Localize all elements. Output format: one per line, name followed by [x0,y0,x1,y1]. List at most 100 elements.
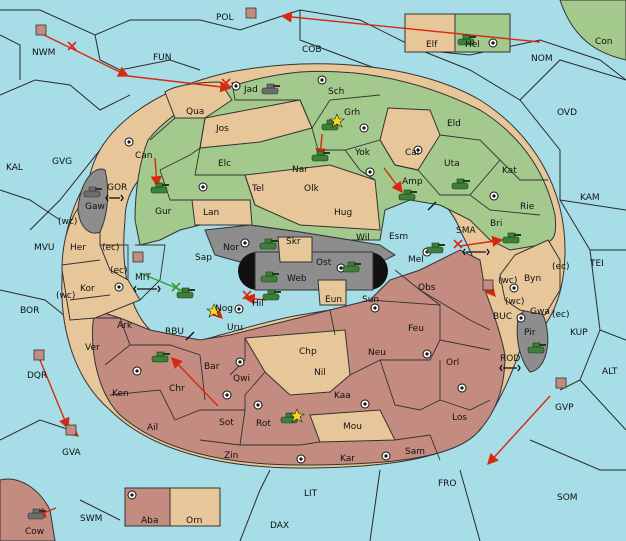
coast-label: (ec) [552,310,570,320]
province-label: Sap [195,253,212,263]
province-label: Hug [334,208,352,218]
sea-borders [0,9,626,541]
province-label: Nog [215,304,233,314]
province-label: Grh [344,108,360,118]
coast-label: (ec) [552,262,570,272]
tan-east [499,239,561,316]
sea-label: POL [216,13,234,23]
unit-army [262,289,281,301]
unit-army [527,342,546,354]
province-label: Neu [368,348,386,358]
province-label: Bar [204,362,220,372]
sea-label: ROD [500,354,520,364]
sea-label: LIT [304,489,318,499]
province-label: Web [287,274,307,284]
province-label: Mel [408,255,424,265]
unit-army [502,232,521,244]
sea-label: FUN [153,53,172,63]
province-label: Byn [524,274,541,284]
province-label: Qwi [233,374,250,384]
sea-label: BUC [493,312,512,322]
sea-label: OVD [557,108,577,118]
sea-label: GOR [107,183,127,193]
unit-army [176,287,195,299]
province-label: Nil [314,368,326,378]
province-label: Hil [252,299,264,309]
skr-box [277,236,313,263]
province-label: Ail [147,423,158,433]
province-label: Ost [316,258,332,268]
province-label: Car [405,148,421,158]
sea-label: DAX [270,521,289,531]
province-label: Kar [340,454,355,464]
province-label: Gwa [530,307,550,317]
sea-label: NWM [32,48,55,58]
unit-army [151,351,170,363]
province-cow[interactable] [0,478,56,541]
province-label: Her [70,243,86,253]
sea-label: KUP [570,328,588,338]
province-label: Sam [405,447,425,457]
coast-label: (ec) [102,243,120,253]
sea-label: RBU [165,327,184,337]
coast-label: (ec) [110,266,128,276]
sea-label: SMA [456,226,476,236]
unit-army [150,182,169,194]
sea-label: KAL [6,163,23,173]
sea-label: DQR [27,371,47,381]
province-label: Uta [444,159,460,169]
flag-markers [33,7,567,436]
eun-box [317,279,347,306]
sea-label: GVP [555,403,574,413]
province-label: Ark [117,321,133,331]
province-label: Ver [85,343,100,353]
province-label: Kor [80,284,95,294]
province-label: Rie [520,202,535,212]
province-label: Eld [447,119,461,129]
sea-label: MVU [34,243,55,253]
adjacency-arrows [105,194,521,372]
sea-label: TEI [589,259,604,269]
unit-army [311,150,330,162]
province-label: Obs [418,283,436,293]
province-lines [61,81,548,461]
province-label: Qua [186,107,204,117]
province-label: Pir [524,328,536,338]
home-label: Hel [465,40,480,50]
province-label: Zin [224,451,238,461]
province-gaw[interactable] [77,168,109,234]
red-province-labels: Mel Obs Hil Nog Sun Uru Feu Ver Ken Chr … [85,255,467,526]
coast-label: (wc) [505,297,524,307]
province-label: Wil [356,233,370,243]
province-label: Chr [169,384,185,394]
province-label: Gaw [85,202,105,212]
province-label: Mou [343,422,362,432]
province-label: Gur [155,207,172,217]
province-label: Lan [203,208,219,218]
sea-label: ALT [602,367,618,377]
unit-army [83,186,102,198]
green-province-labels: Jad Sch Qua Jos Grh Eld Can Elc Nar Yok … [135,85,535,243]
unit-army [451,178,470,190]
sea-label: Con [595,37,613,47]
home-label: Orn [186,516,202,526]
province-label: Elc [218,159,231,169]
unit-army [342,261,361,273]
sea-label: Cow [25,527,44,537]
support-cut [171,282,181,292]
unit-army [260,271,279,283]
sea-label: SWM [80,514,102,524]
unit-army [426,242,445,254]
tan-province-labels: Gaw Her Kor Ark Elf Sap Byn Gwa Chp Nil … [70,40,550,432]
province-label: Sun [362,295,379,305]
province-label: Bri [490,219,502,229]
supply-centers [114,38,526,500]
coast-label: (wc) [498,276,517,286]
unit-army [398,189,417,201]
coast-label: (wc) [58,217,77,227]
province-label: Aba [141,516,158,526]
province-label: Chp [299,347,317,357]
province-label: Amp [402,177,423,187]
grey-province-labels: Nor Web Ost Pir [223,243,536,338]
